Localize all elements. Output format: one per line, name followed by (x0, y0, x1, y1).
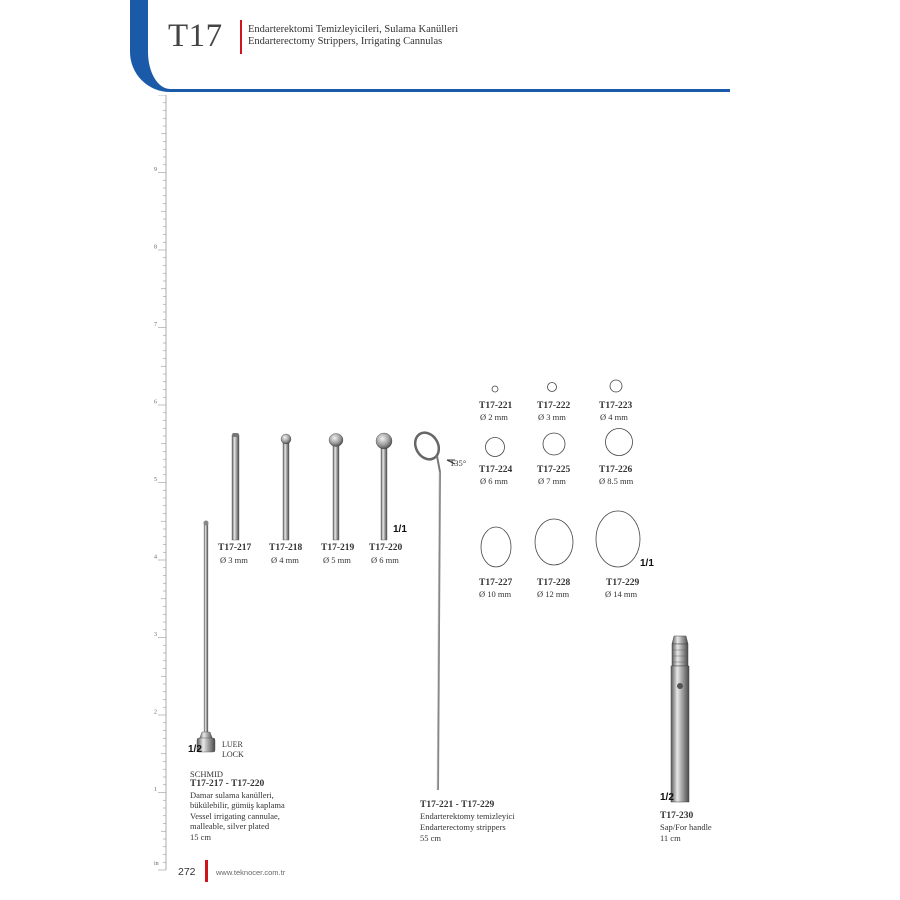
size-t17-224: Ø 6 mm (480, 476, 508, 486)
code-t17-221: T17-221 (479, 401, 513, 411)
scale-handle: 1/2 (660, 792, 674, 803)
ring-t17-228 (534, 518, 574, 566)
stripper-illustration (413, 431, 456, 791)
code-t17-229: T17-229 (606, 578, 640, 588)
cannula-desc-tr-1: Damar sulama kanülleri, (190, 790, 274, 800)
section-code: T17 (168, 18, 223, 54)
handle-illustration (670, 635, 690, 803)
ruler-label: 9 (154, 167, 157, 173)
stripper-length: 55 cm (420, 833, 442, 843)
page-number: 272 (178, 866, 196, 878)
footer-divider (205, 860, 208, 882)
stripper-desc-en: Endarterectomy strippers (420, 822, 506, 832)
ring-t17-223 (609, 379, 623, 393)
ruler-label: 5 (154, 477, 157, 483)
size-t17-222: Ø 3 mm (538, 412, 566, 422)
size-t17-225: Ø 7 mm (538, 476, 566, 486)
size-t17-227: Ø 10 mm (479, 589, 512, 599)
ring-t17-225 (542, 432, 566, 456)
scale-cannula-full: 1/2 (188, 744, 202, 755)
title-divider (240, 20, 242, 54)
luer-label-1: LUER (222, 740, 243, 749)
scale-cannula-tips: 1/1 (393, 524, 407, 535)
cannula-tip-219 (328, 433, 344, 541)
handle-length: 11 cm (660, 833, 681, 843)
cannula-length: 15 cm (190, 832, 212, 842)
header-banner (130, 0, 730, 92)
title-english: Endarterectomy Strippers, Irrigating Can… (248, 36, 443, 47)
cannula-tip-218 (280, 433, 292, 541)
code-t17-218: T17-218 (269, 543, 303, 553)
handle-desc: Sap/For handle (660, 822, 712, 832)
website-link[interactable]: www.teknocer.com.tr (216, 868, 286, 877)
cannula-desc-en-2: malleable, silver plated (190, 821, 270, 831)
size-t17-221: Ø 2 mm (480, 412, 508, 422)
size-t17-219: Ø 5 mm (323, 555, 351, 565)
ring-t17-221 (491, 385, 499, 393)
size-t17-228: Ø 12 mm (537, 589, 570, 599)
cannula-desc-en-1: Vessel irrigating cannulae, (190, 811, 280, 821)
ring-t17-224 (485, 437, 505, 457)
handle-code: T17-230 (660, 811, 694, 821)
scale-rings: 1/1 (640, 558, 654, 569)
cannula-illustrations (196, 432, 393, 753)
code-t17-217: T17-217 (218, 543, 252, 553)
code-t17-223: T17-223 (599, 401, 633, 411)
ruler-label: 4 (154, 555, 157, 561)
code-t17-228: T17-228 (537, 578, 571, 588)
ring-t17-226 (605, 428, 633, 456)
ruler-label: 3 (154, 632, 157, 638)
stripper-desc-tr: Endarterektomy temizleyici (420, 811, 515, 821)
stripper-rings (480, 379, 641, 568)
size-t17-226: Ø 8.5 mm (599, 476, 634, 486)
size-t17-217: Ø 3 mm (220, 555, 248, 565)
code-t17-219: T17-219 (321, 543, 355, 553)
code-t17-220: T17-220 (369, 543, 403, 553)
ring-t17-222 (547, 382, 557, 392)
cannula-desc-tr-2: bükülebilir, gümüş kaplama (190, 800, 285, 810)
code-t17-227: T17-227 (479, 578, 513, 588)
ruler-label: 2 (154, 710, 157, 716)
cannula-range: T17-217 - T17-220 (190, 779, 265, 789)
measurement-ruler: 9 8 7 6 5 4 3 2 1 in (154, 95, 167, 871)
size-t17-218: Ø 4 mm (271, 555, 299, 565)
cannula-tip-217 (231, 433, 240, 541)
ring-t17-227 (480, 526, 512, 568)
stripper-range: T17-221 - T17-229 (420, 800, 495, 810)
cannula-tip-220 (375, 432, 393, 541)
size-t17-229: Ø 14 mm (605, 589, 638, 599)
ruler-label: 1 (154, 787, 157, 793)
luer-label-2: LOCK (222, 750, 244, 759)
code-t17-226: T17-226 (599, 465, 633, 475)
ruler-label: 7 (154, 322, 157, 328)
cannula-full-length (196, 520, 216, 753)
code-t17-225: T17-225 (537, 465, 571, 475)
brand-label: SCHMID (190, 769, 224, 779)
ruler-label: 8 (154, 245, 157, 251)
ruler-label: 6 (154, 400, 157, 406)
code-t17-222: T17-222 (537, 401, 571, 411)
title-turkish: Endarterektomi Temizleyicileri, Sulama K… (248, 24, 459, 35)
ruler-label: in (154, 861, 159, 867)
size-t17-223: Ø 4 mm (600, 412, 628, 422)
ring-t17-229 (595, 510, 641, 568)
angle-label: 135° (450, 458, 467, 468)
size-t17-220: Ø 6 mm (371, 555, 399, 565)
code-t17-224: T17-224 (479, 465, 513, 475)
